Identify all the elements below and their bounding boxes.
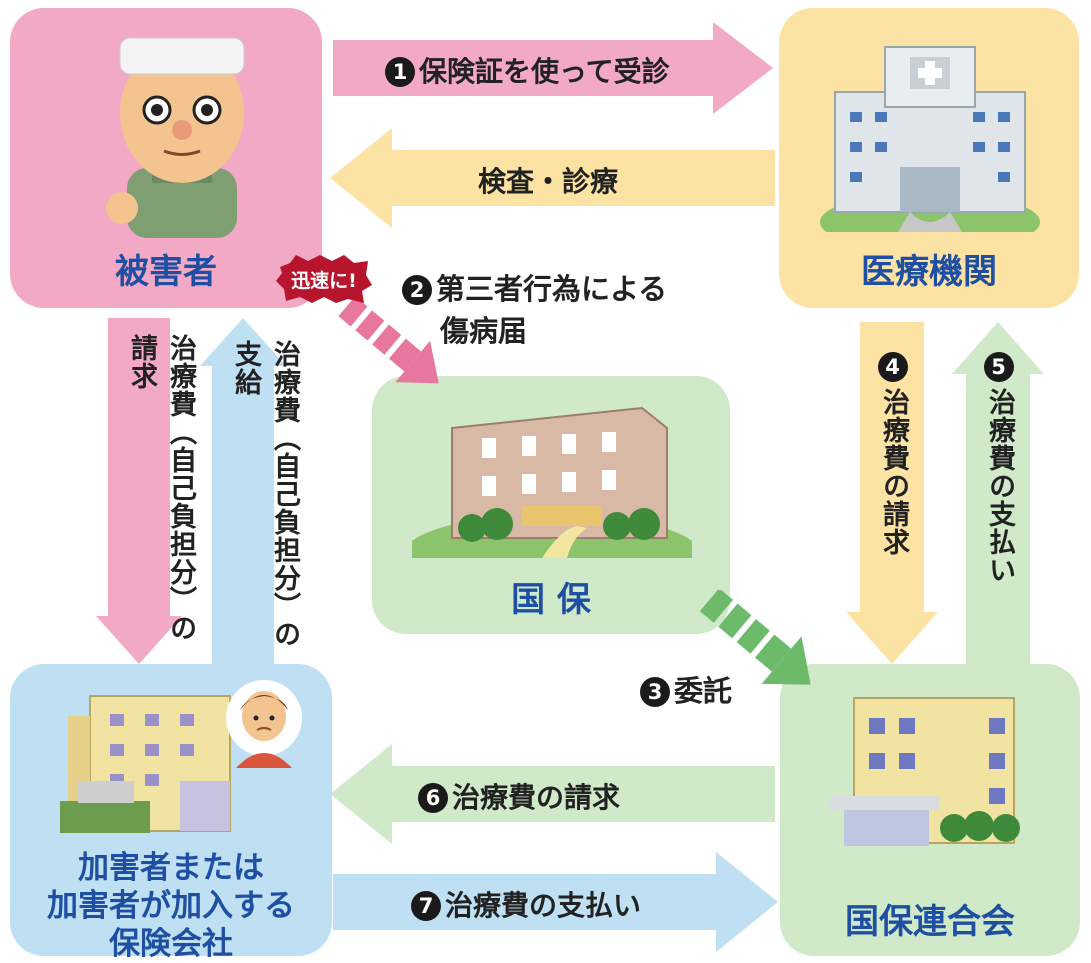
kokuho-building-icon: [412, 406, 692, 558]
insurer-label-line2: 加害者が加入する: [47, 888, 295, 924]
insurer-box: 加害者または 加害者が加入する 保険会社: [10, 664, 332, 962]
hospital-building-icon: [820, 46, 1040, 232]
step-5-number: 5: [984, 352, 1014, 382]
urgent-badge: 迅速に!: [276, 255, 372, 303]
flow-3-text: 委託: [674, 674, 733, 708]
arrow-examination: 検査・診療: [330, 128, 775, 228]
injured-man-icon: [106, 37, 245, 238]
arrow-3-consignment: [699, 590, 811, 685]
insurance-company-building-icon: [60, 695, 231, 833]
kokuho-box: 国 保: [372, 376, 730, 634]
arrow-2-report: [338, 298, 439, 384]
step-4-number: 4: [878, 352, 908, 382]
arrow-4-claim: 4 治療費の請求: [846, 322, 938, 664]
flow-4-label: 4 治療費の請求: [874, 352, 913, 556]
kokuho-label: 国 保: [511, 580, 591, 620]
hospital-label: 医療機関: [861, 252, 997, 292]
arrow-5-payment: 5 治療費の支払い: [952, 322, 1044, 664]
step-2-number: 2: [402, 275, 432, 305]
step-3-number: 3: [640, 677, 670, 707]
federation-box: 国保連合会: [780, 664, 1080, 956]
examination-label: 検査・診療: [478, 165, 619, 198]
flow-5-text: 治療費の支払い: [984, 388, 1015, 584]
urgent-badge-text: 迅速に!: [291, 270, 357, 292]
flow-4-text: 治療費の請求: [878, 388, 909, 556]
flow-6-text: 治療費の請求: [452, 781, 621, 814]
flow-7-text: 治療費の支払い: [445, 889, 642, 922]
federation-building-icon: [829, 697, 1020, 846]
burst-shape-icon: [276, 255, 372, 303]
self-pay-claim-label: 治療費（自己負担分）の請求: [126, 334, 196, 642]
step-6-number: 6: [418, 783, 448, 813]
arrow-self-pay-reimbursement: 治療費（自己負担分）の支給: [200, 318, 300, 664]
step-7-number: 7: [411, 891, 441, 921]
self-pay-reimbursement-label: 治療費（自己負担分）の支給: [230, 340, 300, 648]
flow-2-text-line1: 第三者行為による: [436, 272, 668, 306]
insurer-label-line3: 保険会社: [109, 926, 233, 962]
victim-box: 被害者: [10, 8, 322, 308]
person-avatar-icon: [226, 680, 302, 768]
flow-5-label: 5 治療費の支払い: [980, 352, 1019, 584]
arrow-self-pay-claim: 治療費（自己負担分）の請求: [96, 318, 196, 664]
federation-label: 国保連合会: [845, 902, 1015, 942]
step-1-number: 1: [385, 57, 415, 87]
insurer-label-line1: 加害者または: [78, 850, 264, 886]
flow-2-label-line2: 傷病届: [440, 314, 528, 348]
flow-1-text: 保険証を使って受診: [419, 55, 670, 88]
victim-label: 被害者: [115, 252, 217, 292]
hospital-box: 医療機関: [779, 8, 1079, 308]
